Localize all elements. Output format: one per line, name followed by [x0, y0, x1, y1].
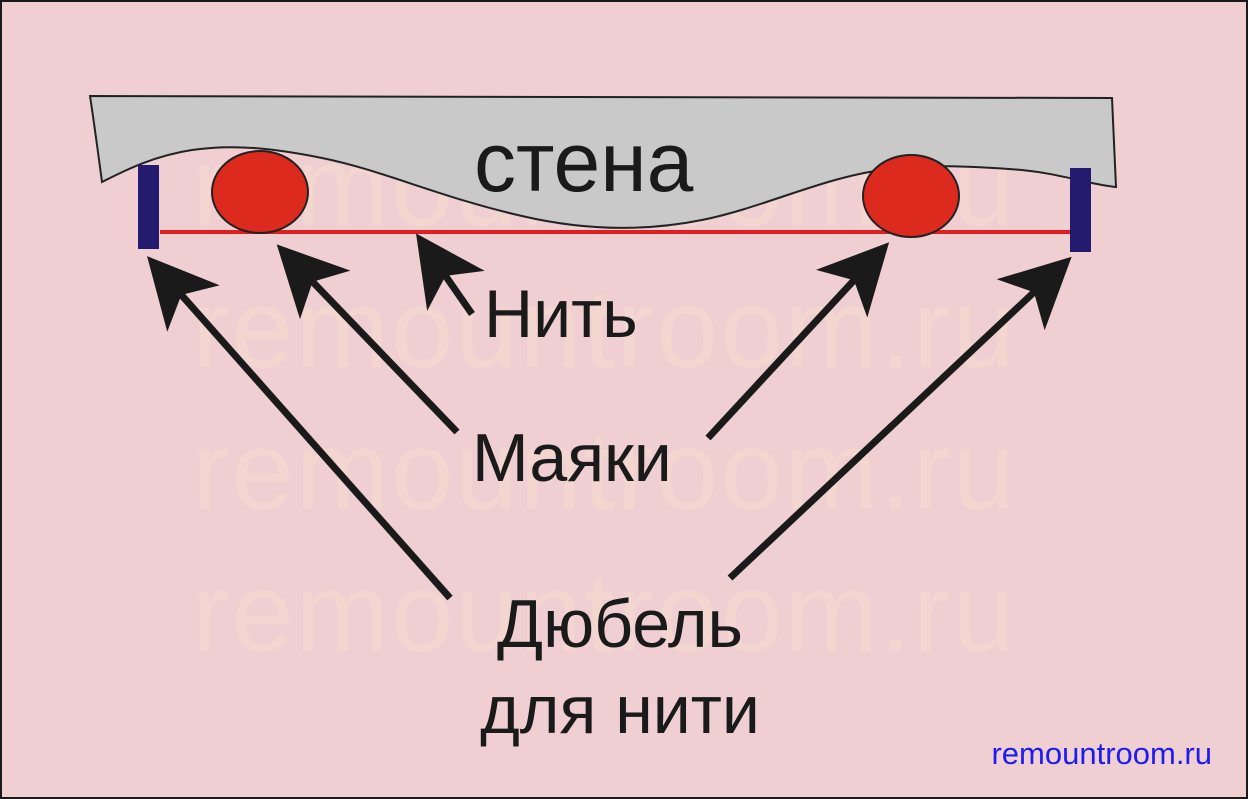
arrow-beacon-right — [705, 242, 890, 441]
background-watermark: remountroom.ru — [192, 550, 1017, 675]
arrow-thread — [416, 233, 485, 316]
arrow-dowel-left — [147, 256, 453, 601]
dowel-right — [1070, 168, 1091, 252]
beacon-right — [862, 154, 960, 238]
beacons-label: Маяки — [472, 420, 672, 496]
background-watermark: remountroom.ru — [192, 408, 1017, 533]
wall-label: стена — [474, 115, 694, 209]
beacon-left — [211, 150, 309, 234]
dowel-label-line1: Дюбель — [497, 586, 743, 662]
arrow-dowel-right — [727, 256, 1072, 581]
dowel-left — [138, 165, 159, 249]
arrow-beacon-left — [276, 244, 460, 435]
thread-label: Нить — [484, 276, 638, 352]
dowel-label-line2: для нити — [480, 672, 760, 748]
website-watermark: remountroom.ru — [991, 736, 1212, 771]
wall-shape — [88, 94, 1118, 229]
